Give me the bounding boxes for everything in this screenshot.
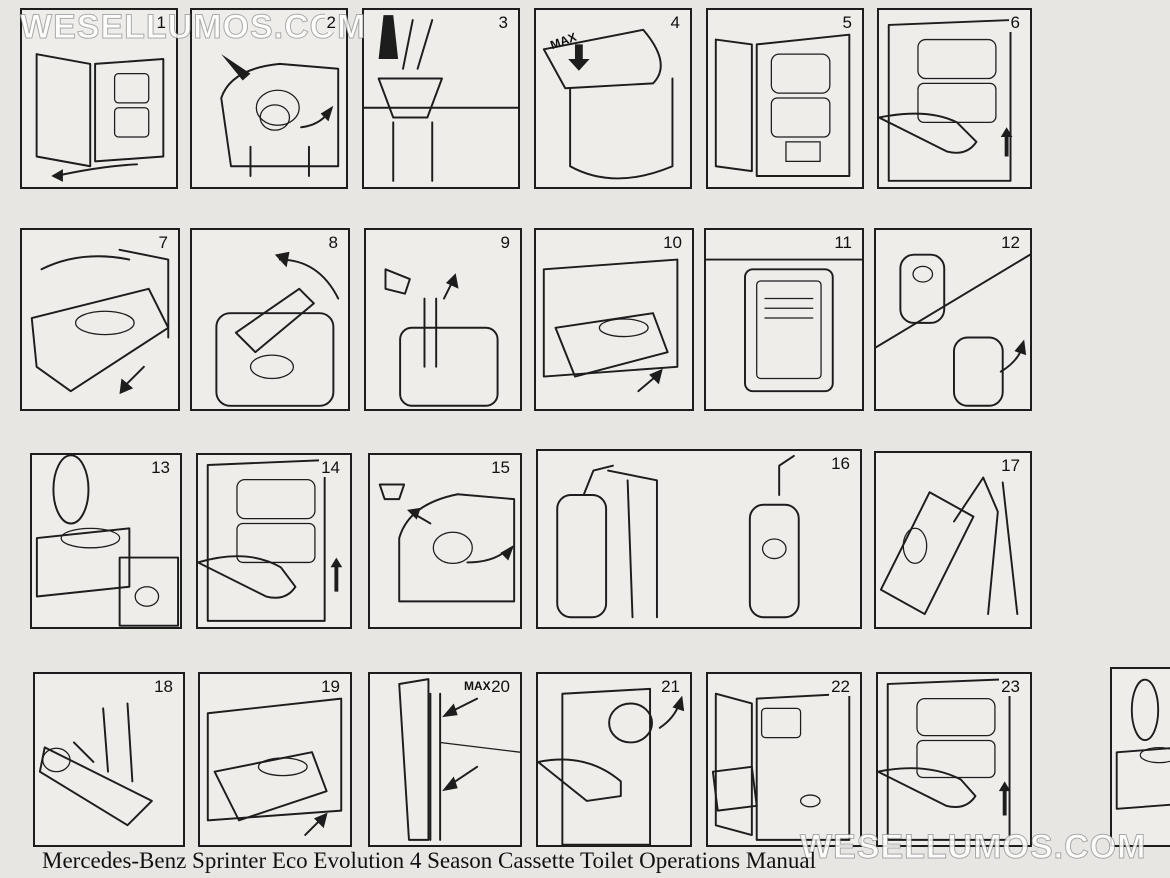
step-number: 19 xyxy=(319,677,342,696)
cassette-spout-rotate-illustration xyxy=(220,54,340,177)
step-number: 2 xyxy=(324,13,338,32)
max-level-label: MAX xyxy=(464,679,491,693)
step-number: 6 xyxy=(1008,13,1022,32)
insert-cassette-illustration xyxy=(542,258,679,393)
cap-measure-max-illustration xyxy=(542,28,674,180)
step-panel-9: 9 xyxy=(364,228,522,411)
clean-door-illustration xyxy=(711,692,851,841)
step-number: 9 xyxy=(498,233,512,252)
step-panel-11: 11 xyxy=(704,228,864,411)
step-panel-13: 13 xyxy=(30,453,182,629)
step-number: 16 xyxy=(829,454,852,473)
rotate-spout-up-illustration xyxy=(215,251,340,407)
step-number: 8 xyxy=(326,233,340,252)
step-panel-14: 14 xyxy=(196,453,352,629)
step-panel-6: 6 xyxy=(877,8,1032,189)
step-panel-16: 16 xyxy=(536,449,862,629)
release-lever-illustration xyxy=(879,19,1013,182)
door-open-cassette-view-illustration xyxy=(714,33,851,177)
step-number: 13 xyxy=(149,458,172,477)
step-number: 5 xyxy=(840,13,854,32)
control-panel-indicator-illustration xyxy=(876,253,1030,407)
step-number: 1 xyxy=(154,13,168,32)
step-panel-4: 4 MAX xyxy=(534,8,692,189)
toilet-bowl-partial-illustration xyxy=(1115,678,1170,810)
step-number: 15 xyxy=(489,458,512,477)
step-number: 7 xyxy=(156,233,170,252)
step-number: 11 xyxy=(832,233,854,252)
step-number: 3 xyxy=(496,13,510,32)
step-panel-19: 19 xyxy=(198,672,352,847)
step-panel-20: 20 MAX xyxy=(368,672,522,847)
step-number: 20 xyxy=(489,677,512,696)
empty-cassette-illustration xyxy=(38,702,153,827)
step-panel-18: 18 xyxy=(33,672,185,847)
step-panel-15: 15 xyxy=(368,453,522,629)
press-button-panel-illustration xyxy=(538,687,685,845)
door-closed-illustration xyxy=(706,258,862,393)
step-panel-1: 1 xyxy=(20,8,178,189)
step-number: 12 xyxy=(999,233,1022,252)
step-number: 23 xyxy=(999,677,1022,696)
step-panel-partial xyxy=(1110,667,1170,847)
step-panel-8: 8 xyxy=(190,228,350,411)
step-number: 18 xyxy=(152,677,175,696)
step-number: 14 xyxy=(319,458,342,477)
step-panel-17: 17 xyxy=(874,451,1032,629)
step-number: 4 xyxy=(668,13,682,32)
step-panel-2: 2 xyxy=(190,8,348,189)
cap-off-spout-rotate-illustration xyxy=(378,483,516,603)
step-panel-23: 23 xyxy=(876,672,1032,847)
step-number: 17 xyxy=(999,456,1022,475)
step-number: 21 xyxy=(659,677,682,696)
manual-caption: Mercedes-Benz Sprinter Eco Evolution 4 S… xyxy=(42,848,817,873)
step-number: 22 xyxy=(829,677,852,696)
wheel-cassette-illustration xyxy=(879,476,1019,616)
toilet-bowl-open-illustration xyxy=(35,455,180,627)
step-panel-3: 3 xyxy=(362,8,520,189)
add-chemical-funnel-illustration xyxy=(364,15,518,182)
step-panel-7: 7 xyxy=(20,228,180,411)
lever-up-final-illustration xyxy=(878,678,1011,841)
lift-lever-cassette-illustration xyxy=(198,459,343,622)
cassette-trolley-handle-illustration xyxy=(556,454,800,619)
step-number: 10 xyxy=(661,233,684,252)
remove-cap-illustration xyxy=(384,268,499,407)
pull-cassette-out-illustration xyxy=(30,248,170,395)
step-panel-10: 10 xyxy=(534,228,694,411)
step-panel-12: 12 xyxy=(874,228,1032,411)
step-panel-21: 21 xyxy=(536,672,692,847)
watermark-top: WESELLUMOS.COM xyxy=(19,8,367,47)
step-panel-22: 22 xyxy=(706,672,862,847)
watermark-bottom: WESELLUMOS.COM xyxy=(799,828,1147,867)
water-tank-level-illustration xyxy=(398,678,520,841)
reinsert-cassette-illustration xyxy=(206,697,343,836)
step-panel-5: 5 xyxy=(706,8,864,189)
service-door-open-illustration xyxy=(35,53,165,182)
